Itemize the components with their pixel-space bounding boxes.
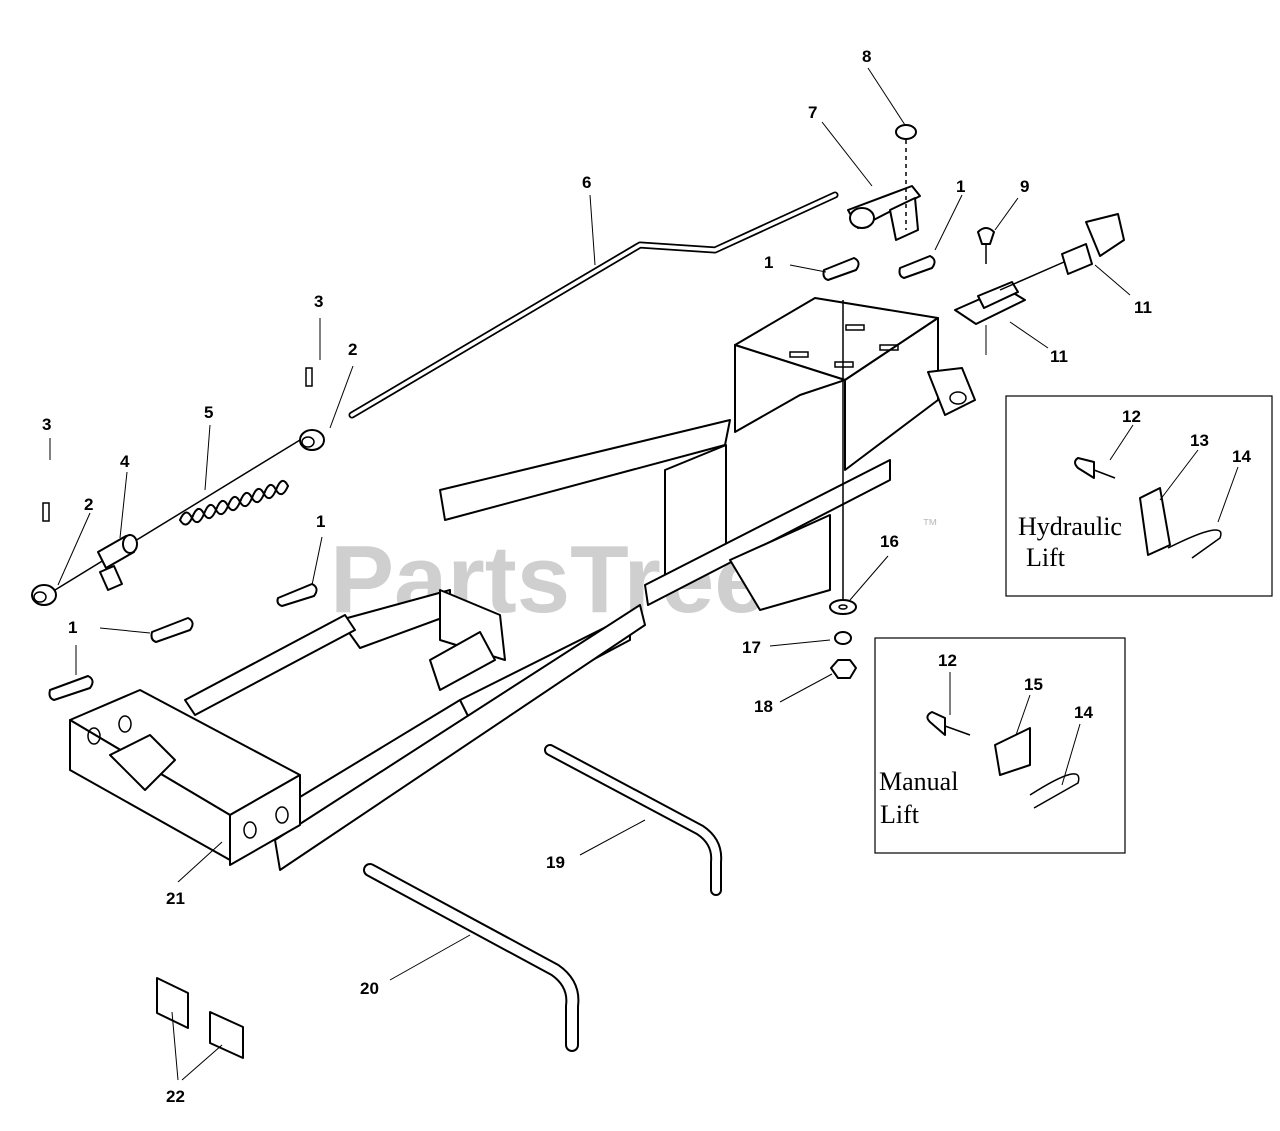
callout-5: 5 xyxy=(204,403,213,422)
callout-12-manual: 12 xyxy=(938,651,957,670)
clevis-pin[interactable] xyxy=(895,124,917,230)
callout-11-lower: 11 xyxy=(1050,347,1068,366)
callout-2-lower: 2 xyxy=(84,495,93,514)
flat-washer[interactable] xyxy=(829,599,857,615)
mounting-bracket[interactable] xyxy=(954,281,1026,325)
ferrule-right[interactable] xyxy=(299,429,325,451)
lock-washer[interactable] xyxy=(834,631,852,645)
callout-20: 20 xyxy=(360,979,379,998)
callout-21: 21 xyxy=(166,889,185,908)
callout-7: 7 xyxy=(808,103,817,122)
callout-17: 17 xyxy=(742,638,761,657)
lift-shaft-rod-upper[interactable] xyxy=(544,744,723,896)
callout-3-upper: 3 xyxy=(314,292,323,311)
callout-1-mid: 1 xyxy=(316,512,325,531)
callout-15: 15 xyxy=(1024,675,1043,694)
callout-1-top-left: 1 xyxy=(764,253,773,272)
spring-axis-line xyxy=(54,439,301,591)
lift-rod[interactable] xyxy=(348,191,839,419)
callout-1-left: 1 xyxy=(68,618,77,637)
callout-numbers: 8 7 6 1 9 1 11 11 3 2 3 5 4 2 1 1 12 13 … xyxy=(42,47,1251,1106)
main-frame[interactable] xyxy=(69,419,891,871)
hairpin-clip-left-top[interactable] xyxy=(276,583,318,607)
callout-1-top-right: 1 xyxy=(956,177,965,196)
lift-link[interactable] xyxy=(847,185,921,241)
hydraulic-lift-label-line2: Lift xyxy=(1026,543,1066,572)
callout-14-manual: 14 xyxy=(1074,703,1093,722)
hydraulic-lift-inset: Hydraulic Lift xyxy=(1005,395,1273,597)
callout-9: 9 xyxy=(1020,177,1029,196)
callout-19: 19 xyxy=(546,853,565,872)
hairpin-clip-top-left[interactable] xyxy=(822,257,860,281)
ferrule-left[interactable] xyxy=(31,584,57,606)
decal-right[interactable] xyxy=(209,1011,244,1059)
set-screw-lower[interactable] xyxy=(42,502,50,522)
manual-lift-label-line2: Lift xyxy=(880,800,920,829)
callout-18: 18 xyxy=(754,697,773,716)
spring[interactable] xyxy=(179,479,289,526)
callout-14-hydraulic: 14 xyxy=(1232,447,1251,466)
hairpin-clip-left-bottom[interactable] xyxy=(48,675,94,701)
callout-2-upper: 2 xyxy=(348,340,357,359)
watermark-trademark: ™ xyxy=(922,517,938,534)
callout-12-hydraulic: 12 xyxy=(1122,407,1141,426)
decal-left[interactable] xyxy=(156,977,189,1029)
callout-13: 13 xyxy=(1190,431,1209,450)
callout-6: 6 xyxy=(582,173,591,192)
front-mount-bracket[interactable] xyxy=(734,297,976,471)
hairpin-clip-left-mid[interactable] xyxy=(150,617,194,643)
manual-lift-inset: Manual Lift xyxy=(874,637,1126,854)
trunnion[interactable] xyxy=(97,534,138,591)
callout-16: 16 xyxy=(880,532,899,551)
lift-shaft-rod-lower[interactable] xyxy=(363,863,580,1052)
hydraulic-lift-label-line1: Hydraulic xyxy=(1018,512,1122,541)
set-screw-upper[interactable] xyxy=(305,367,313,387)
pivot-bracket[interactable] xyxy=(999,213,1125,291)
leader-lines xyxy=(49,67,1239,1081)
bracket-pin[interactable] xyxy=(977,227,995,264)
callout-22: 22 xyxy=(166,1087,185,1106)
callout-11-upper: 11 xyxy=(1134,298,1152,317)
hex-nut[interactable] xyxy=(830,659,857,679)
callout-4: 4 xyxy=(120,452,130,471)
manual-lift-label-line1: Manual xyxy=(879,767,958,796)
hairpin-clip-top-right[interactable] xyxy=(898,255,936,279)
callout-3-lower: 3 xyxy=(42,415,51,434)
callout-8: 8 xyxy=(862,47,871,66)
